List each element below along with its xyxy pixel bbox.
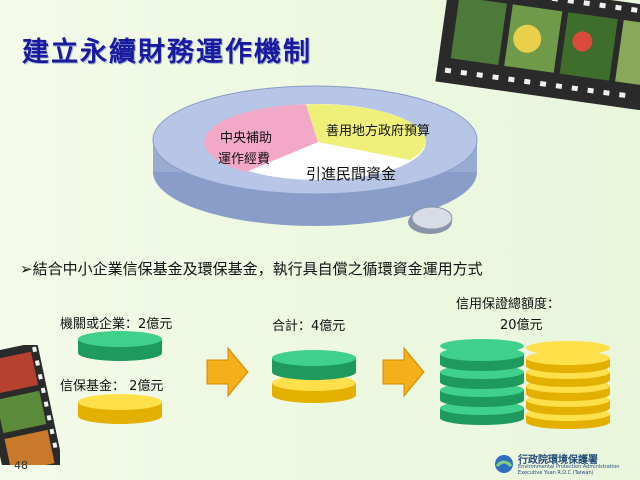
fund-disk bbox=[78, 394, 162, 424]
guarantee-yellow-stack bbox=[526, 341, 610, 429]
epa-emblem-icon bbox=[495, 455, 513, 473]
epa-logo: 行政院環境保護署 Environmental Protection Admini… bbox=[494, 450, 634, 478]
logo-org-name: 行政院環境保護署 bbox=[518, 455, 598, 466]
slide-title: 建立永續財務運作機制 bbox=[22, 37, 312, 68]
pie-local-segment-2 bbox=[318, 142, 426, 160]
total-stack bbox=[272, 350, 356, 403]
total-label: 合計：4億元 bbox=[272, 319, 346, 334]
page-number: 48 bbox=[14, 459, 28, 472]
logo-org-sub: Environmental Protection Administration … bbox=[518, 464, 620, 476]
film-strip-left-decoration bbox=[0, 345, 60, 465]
pie-label-central-2: 運作經費 bbox=[218, 152, 271, 167]
arrow-1-icon bbox=[206, 346, 249, 398]
pie-label-central: 中央補助 bbox=[220, 131, 273, 146]
bullet-text: ➢結合中小企業信保基金及環保基金，執行具自償之循環資金運用方式 bbox=[20, 260, 483, 278]
pie-central-segment bbox=[204, 104, 318, 172]
film-strip-decoration bbox=[435, 0, 640, 110]
pie-local-segment bbox=[306, 104, 426, 142]
pie-label-local: 善用地方政府預算 bbox=[326, 124, 431, 139]
fund-label: 信保基金： 2億元 bbox=[60, 379, 164, 394]
guarantee-label: 信用保證總額度： bbox=[456, 297, 561, 312]
guarantee-green-stack bbox=[440, 339, 524, 425]
guarantee-amount: 20億元 bbox=[500, 318, 543, 333]
arrow-2-icon bbox=[382, 346, 425, 398]
pie-label-private: 引進民間資金 bbox=[306, 165, 397, 183]
knob-top bbox=[411, 206, 453, 230]
agency-disk bbox=[78, 331, 162, 361]
agency-label: 機關或企業：2億元 bbox=[60, 317, 173, 332]
